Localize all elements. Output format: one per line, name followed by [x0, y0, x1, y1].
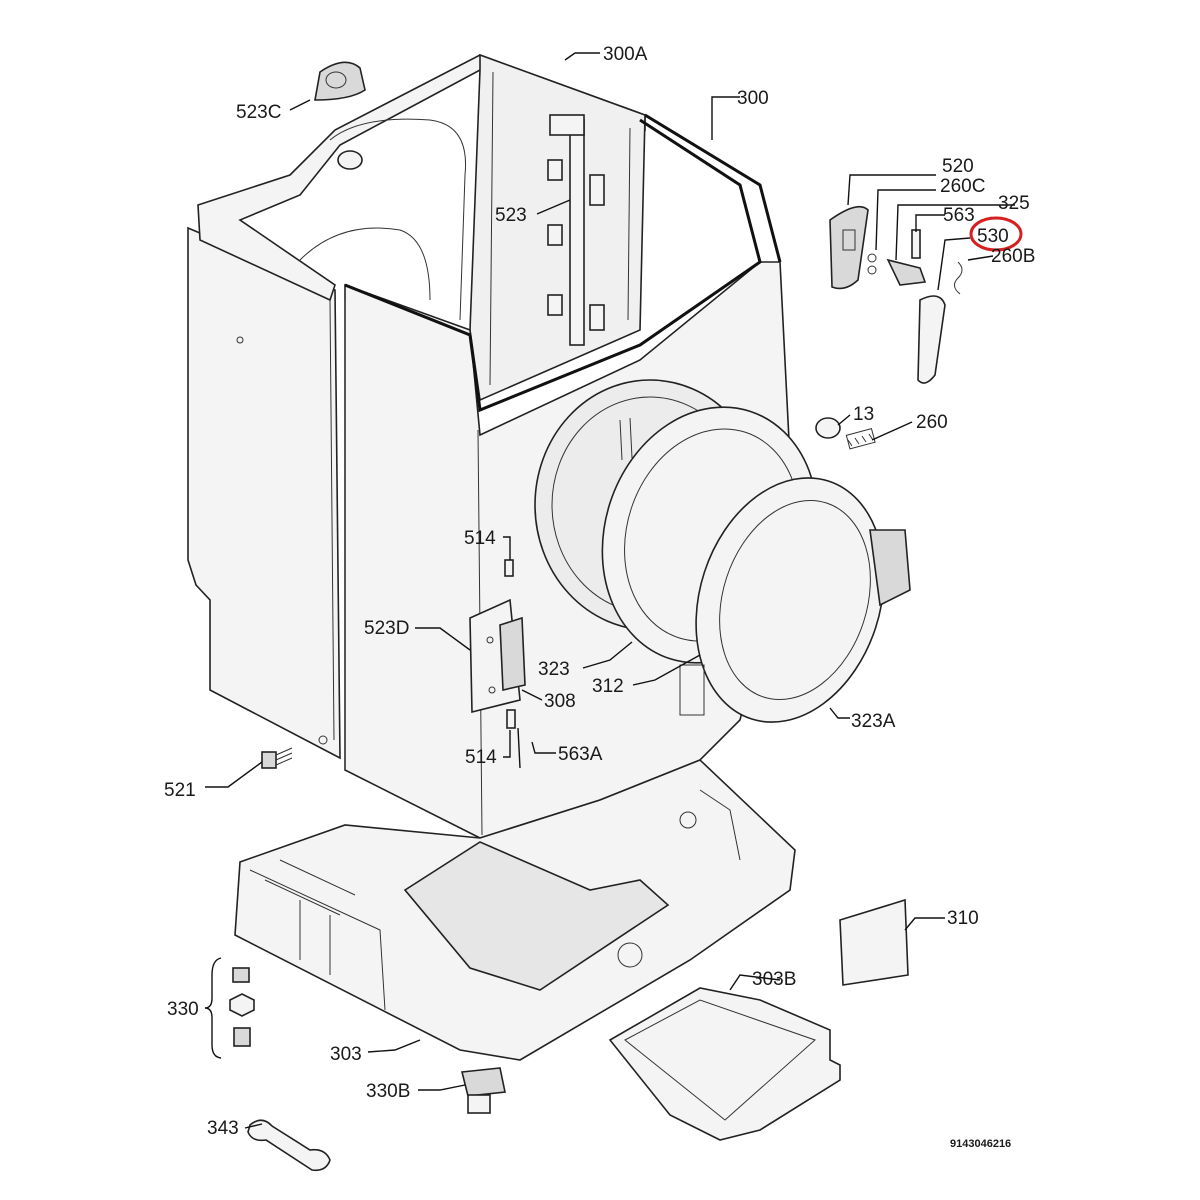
- label-312: 312: [592, 676, 624, 697]
- hinge-assembly: [469, 559, 526, 769]
- label-323: 323: [538, 659, 570, 680]
- cover-parts: [608, 898, 909, 1141]
- label-343: 343: [207, 1118, 239, 1139]
- label-330B: 330B: [366, 1081, 410, 1102]
- back-top-bar: [644, 113, 782, 263]
- side-panel: [187, 226, 341, 760]
- label-523C: 523C: [236, 102, 281, 123]
- label-300: 300: [737, 88, 769, 109]
- label-260B: 260B: [991, 246, 1035, 267]
- small-parts: [815, 205, 963, 450]
- label-330: 330: [167, 999, 199, 1020]
- label-521: 521: [164, 780, 196, 801]
- label-514-top: 514: [464, 528, 496, 549]
- foot-parts: [229, 967, 506, 1114]
- label-303: 303: [330, 1044, 362, 1065]
- label-303B: 303B: [752, 969, 796, 990]
- label-13: 13: [853, 404, 874, 425]
- label-323A: 323A: [851, 711, 896, 732]
- screw-part: [261, 747, 293, 769]
- label-514-bottom: 514: [465, 747, 497, 768]
- label-260C: 260C: [940, 176, 985, 197]
- callout-labels: 300A 300 523C 523 520 260C 325 563 530 2…: [164, 44, 1035, 1150]
- label-523D: 523D: [364, 618, 409, 639]
- label-523: 523: [495, 205, 527, 226]
- document-id: 9143046216: [950, 1138, 1011, 1150]
- label-260: 260: [916, 412, 948, 433]
- leader-lines: [204, 52, 1015, 1129]
- door-assembly: [601, 406, 911, 723]
- label-563A: 563A: [558, 744, 603, 765]
- label-520: 520: [942, 156, 974, 177]
- label-563: 563: [943, 205, 975, 226]
- label-530: 530: [977, 226, 1009, 247]
- label-325: 325: [998, 193, 1030, 214]
- inner-rail: [547, 114, 605, 346]
- highlight-circle: [969, 216, 1023, 252]
- wrench-part: [247, 1119, 331, 1172]
- base-frame: [234, 759, 796, 1061]
- clamp-part: [314, 61, 366, 101]
- label-300A: 300A: [603, 44, 648, 65]
- label-310: 310: [947, 908, 979, 929]
- label-308: 308: [544, 691, 576, 712]
